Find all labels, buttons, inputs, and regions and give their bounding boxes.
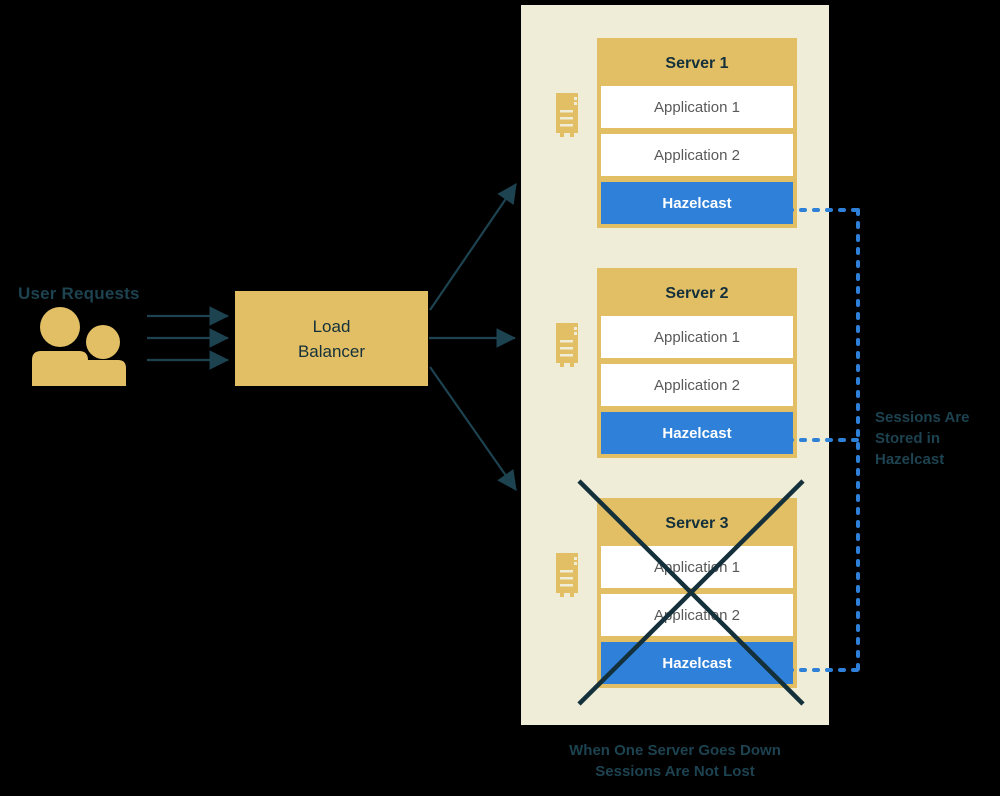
sessions-label-line2: Stored in (875, 430, 941, 447)
server-card-1[interactable]: Server 1 Application 1 Application 2 Haz… (597, 38, 797, 228)
server-down-x-mark (571, 475, 811, 710)
cluster-panel: Server 1 Application 1 Application 2 Haz… (521, 5, 829, 725)
server-3-app-1[interactable]: Application 1 (601, 546, 793, 588)
server-rack-icon-2 (554, 323, 580, 369)
user-request-arrows (140, 305, 240, 371)
server-2-app-2[interactable]: Application 2 (601, 364, 793, 406)
server-card-3[interactable]: Server 3 Application 1 Application 2 Haz… (597, 498, 797, 688)
users-icon (28, 306, 132, 386)
server-rack-icon-1 (554, 93, 580, 139)
server-1-app-1[interactable]: Application 1 (601, 86, 793, 128)
caption-line1: When One Server Goes Down (569, 742, 781, 759)
server-title-1: Server 1 (665, 55, 729, 72)
server-card-2[interactable]: Server 2 Application 1 Application 2 Haz… (597, 268, 797, 458)
server-1-app-2[interactable]: Application 2 (601, 134, 793, 176)
server-2-app-1[interactable]: Application 1 (601, 316, 793, 358)
load-balancer-box[interactable]: Load Balancer (235, 291, 428, 386)
server-rack-icon-3 (554, 553, 580, 599)
server-title-2: Server 2 (665, 285, 729, 302)
sessions-label-line1: Sessions Are (875, 409, 970, 426)
sessions-stored-label: Sessions Are Stored in Hazelcast (875, 407, 995, 470)
hazelcast-session-bus (786, 195, 878, 685)
server-title-3: Server 3 (665, 515, 729, 532)
bottom-caption: When One Server Goes Down Sessions Are N… (521, 740, 829, 782)
caption-line2: Sessions Are Not Lost (595, 763, 755, 780)
load-balancer-label-line2: Balancer (297, 341, 366, 361)
server-1-hazelcast[interactable]: Hazelcast (601, 182, 793, 224)
load-balancer-fanout-arrows (425, 170, 535, 500)
server-2-hazelcast[interactable]: Hazelcast (601, 412, 793, 454)
user-requests-label: User Requests (18, 284, 140, 303)
sessions-label-line3: Hazelcast (875, 451, 945, 468)
load-balancer-label-line1: Load (312, 316, 351, 336)
